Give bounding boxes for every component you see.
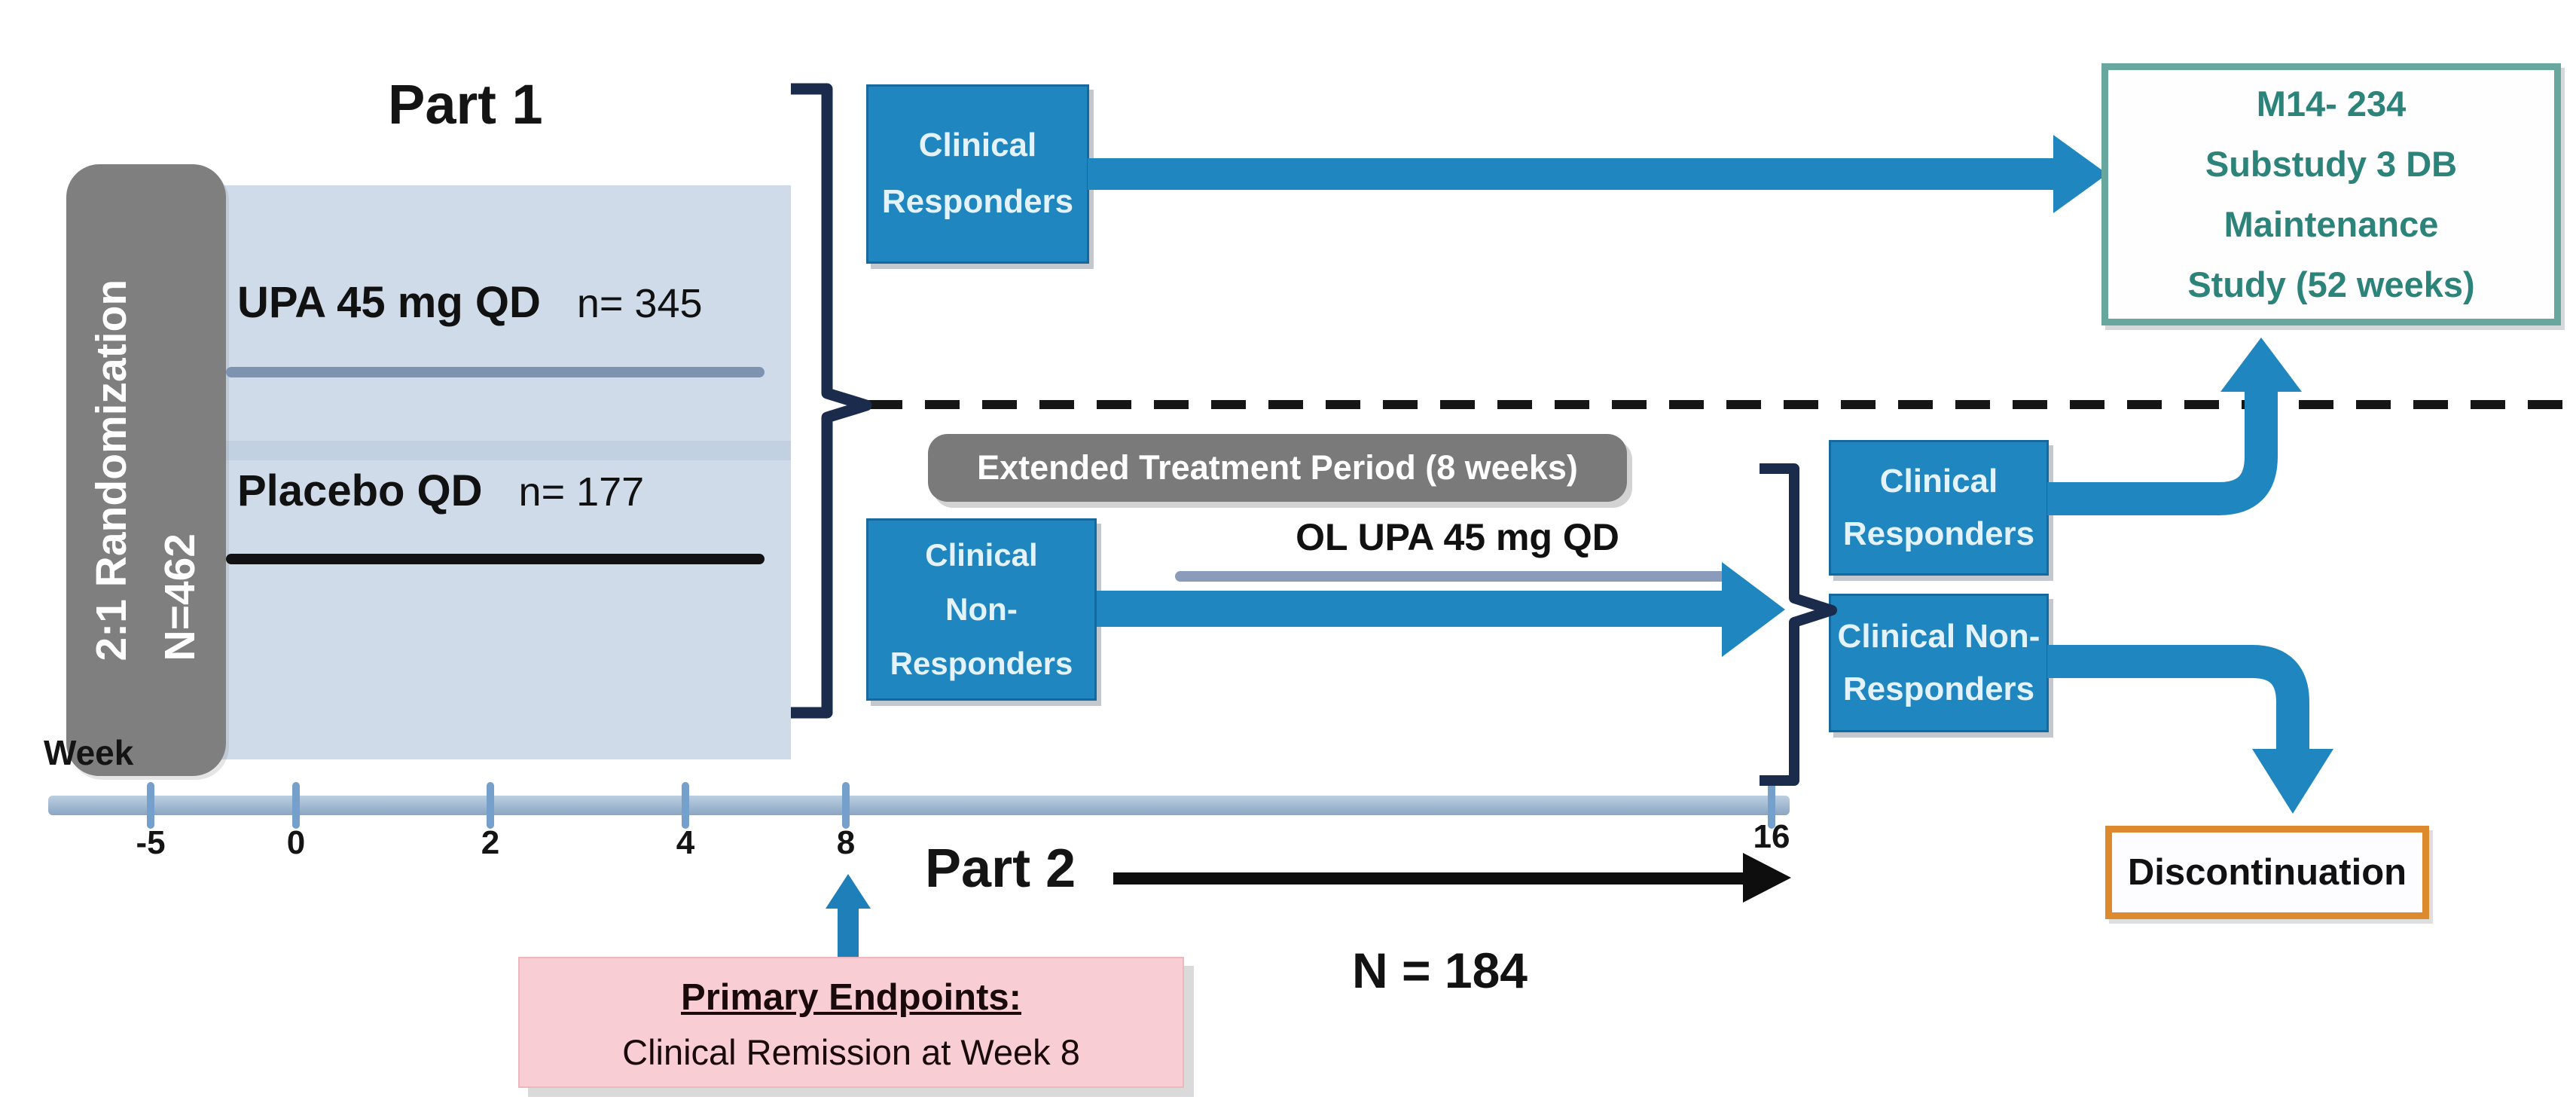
clinical-non-responders-box-part1: Clinical Non- Responders [866, 518, 1097, 701]
box-line: Maintenance [2223, 204, 2439, 244]
m14-maintenance-study-box: M14- 234 Substudy 3 DB Maintenance Study… [2101, 63, 2561, 325]
box-line: Clinical [1879, 462, 1998, 500]
non-responders-extension-arrow [1097, 591, 1723, 627]
box-line: Clinical [925, 536, 1038, 573]
clinical-non-responders-box-part2: Clinical Non- Responders [1829, 594, 2049, 732]
arm-upa-n: n= 345 [576, 281, 703, 326]
arrow-up-icon [826, 874, 871, 909]
box-line: Responders [890, 646, 1073, 682]
axis-tick [682, 782, 689, 829]
arrow-right-icon [2053, 135, 2107, 213]
randomization-line2: N=462 [156, 533, 204, 661]
arrow-right-icon [1743, 853, 1791, 903]
arrow-up-icon [2220, 338, 2302, 392]
box-line: Responders [1842, 671, 2035, 707]
randomization-line1: 2:1 Randomization [87, 279, 136, 661]
tick-label-0: 0 [286, 824, 306, 861]
box-line: Responders [881, 183, 1074, 220]
week-axis-label: Week [44, 733, 134, 772]
arrow-right-icon [1722, 562, 1785, 657]
box-line: Clinical Non- [1837, 617, 2040, 655]
arm-placebo-timeline-bar [226, 554, 765, 564]
part1-part2-dashed-divider [868, 400, 2576, 409]
box-line: Non- [945, 591, 1018, 627]
axis-tick [842, 782, 850, 829]
box-line: Clinical [918, 127, 1037, 164]
axis-tick [487, 782, 494, 829]
randomization-box: 2:1 Randomization N=462 [66, 164, 226, 776]
discontinuation-label: Discontinuation [2127, 852, 2407, 893]
discontinuation-box: Discontinuation [2105, 826, 2429, 919]
open-label-timeline-bar [1175, 571, 1736, 582]
part2-n-label: N = 184 [1352, 943, 1528, 998]
clinical-responders-box-part1: Clinical Responders [866, 84, 1089, 264]
part2-duration-arrow [1113, 872, 1743, 884]
tick-label-4: 4 [676, 824, 695, 861]
axis-tick [147, 782, 154, 829]
tick-label-minus5: -5 [136, 824, 166, 861]
randomization-label: 2:1 Randomization N=462 [78, 280, 215, 661]
panel-divider-band [194, 441, 791, 460]
arm-placebo: Placebo QD n= 177 [237, 466, 644, 516]
box-line: Responders [1842, 515, 2035, 552]
extended-treatment-period-box: Extended Treatment Period (8 weeks) [928, 434, 1627, 502]
open-label-treatment-label: OL UPA 45 mg QD [1296, 516, 1619, 558]
arm-placebo-n: n= 177 [518, 469, 645, 515]
box-line: M14- 234 [2256, 84, 2407, 124]
box-line: Study (52 weeks) [2187, 264, 2475, 304]
non-responders-to-discontinuation-elbow-arrow [2047, 645, 2309, 753]
box-line: Substudy 3 DB [2205, 144, 2458, 185]
part1-grouping-brace [791, 83, 872, 719]
arm-upa-timeline-bar [226, 367, 765, 377]
arm-placebo-label: Placebo QD [237, 466, 483, 515]
tick-label-2: 2 [481, 824, 500, 861]
tick-label-16: 16 [1753, 818, 1790, 855]
week-axis-bar [48, 796, 1790, 815]
endpoint-arrow-stem [838, 906, 859, 958]
axis-tick [292, 782, 300, 829]
part1-title: Part 1 [388, 73, 543, 136]
responders-to-m14-arrow [1088, 158, 2055, 190]
arm-upa-label: UPA 45 mg QD [237, 278, 541, 327]
axis-tick [1768, 782, 1775, 829]
clinical-responders-box-part2: Clinical Responders [1829, 440, 2049, 576]
primary-endpoints-title: Primary Endpoints: [681, 977, 1021, 1018]
part1-arms-panel [194, 185, 791, 759]
extended-treatment-label: Extended Treatment Period (8 weeks) [977, 448, 1578, 487]
arrow-down-icon [2252, 749, 2333, 814]
primary-endpoints-box: Primary Endpoints: Clinical Remission at… [518, 957, 1184, 1088]
arm-upa: UPA 45 mg QD n= 345 [237, 277, 703, 328]
tick-label-8: 8 [836, 824, 856, 861]
part2-title: Part 2 [925, 839, 1076, 899]
primary-endpoints-detail: Clinical Remission at Week 8 [622, 1031, 1080, 1072]
